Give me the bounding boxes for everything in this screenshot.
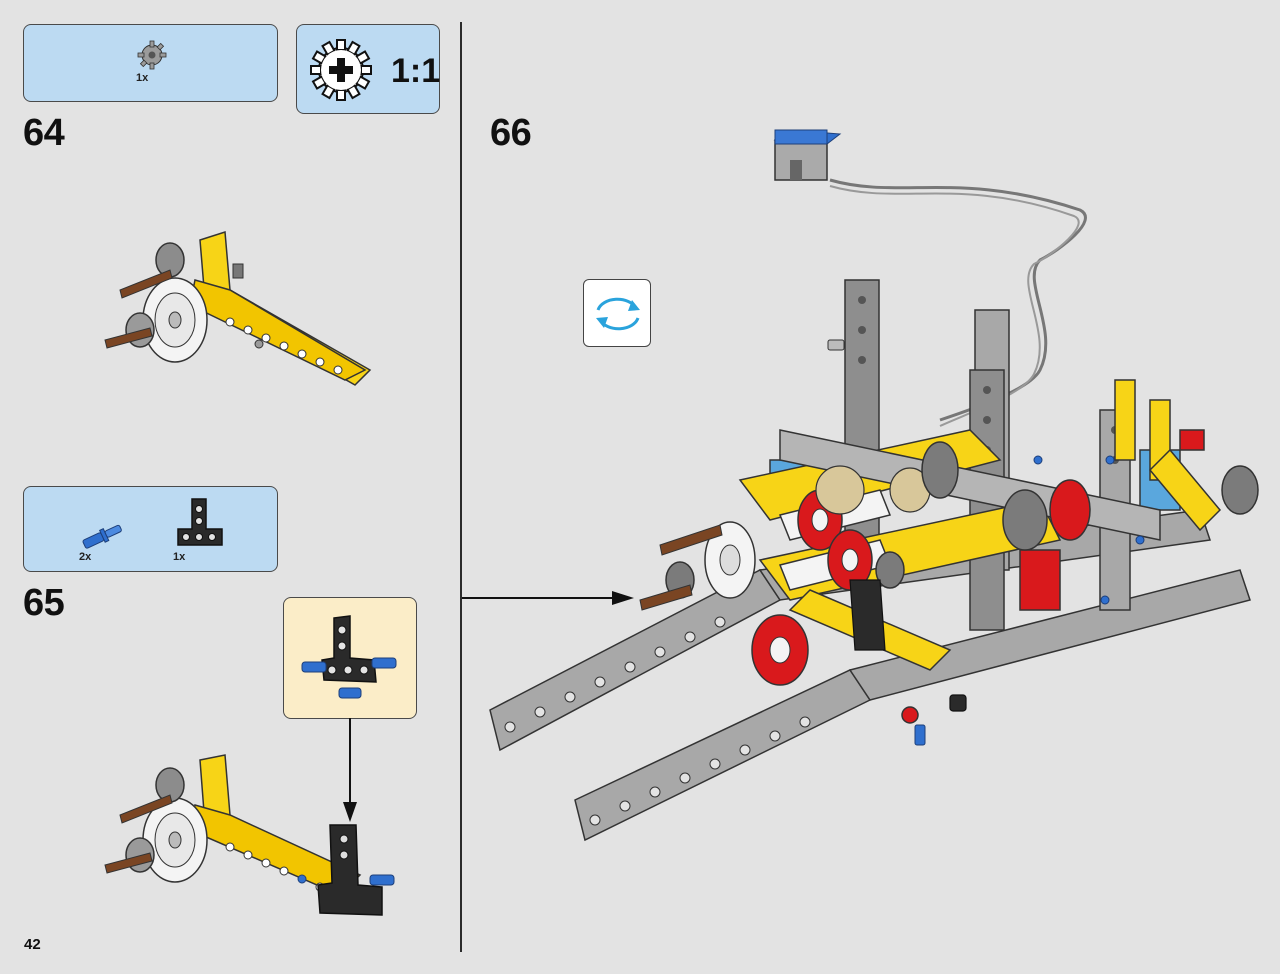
insertion-arrow <box>462 591 634 605</box>
beam-with-pins-icon <box>301 615 397 699</box>
step-66-assembly-illustration <box>489 129 1259 842</box>
rotate-model-icon <box>583 279 651 347</box>
blue-axle-pin-icon <box>82 524 122 549</box>
part-quantity: 1x <box>136 72 149 84</box>
gear-scale-icon <box>310 39 372 101</box>
black-beam-connector-icon <box>177 498 223 546</box>
step-number-64: 64 <box>23 112 65 154</box>
part-quantity: 1x <box>173 551 186 563</box>
step-number-65: 65 <box>23 582 65 624</box>
step-65-assembly-illustration <box>104 754 395 916</box>
small-gear-icon <box>137 40 167 70</box>
step-number-66: 66 <box>490 112 532 154</box>
step-64-assembly-illustration <box>104 230 372 386</box>
scale-callout: 1:1 <box>296 24 440 114</box>
parts-callout-step-64: 1x <box>23 24 278 102</box>
parts-callout-step-65: 2x 1x <box>23 486 278 572</box>
subassembly-arrow <box>343 718 357 822</box>
scale-ratio-label: 1:1 <box>391 52 441 90</box>
subassembly-callout <box>283 597 417 719</box>
column-divider <box>460 22 462 952</box>
page-number: 42 <box>24 936 41 953</box>
part-quantity: 2x <box>79 551 92 563</box>
